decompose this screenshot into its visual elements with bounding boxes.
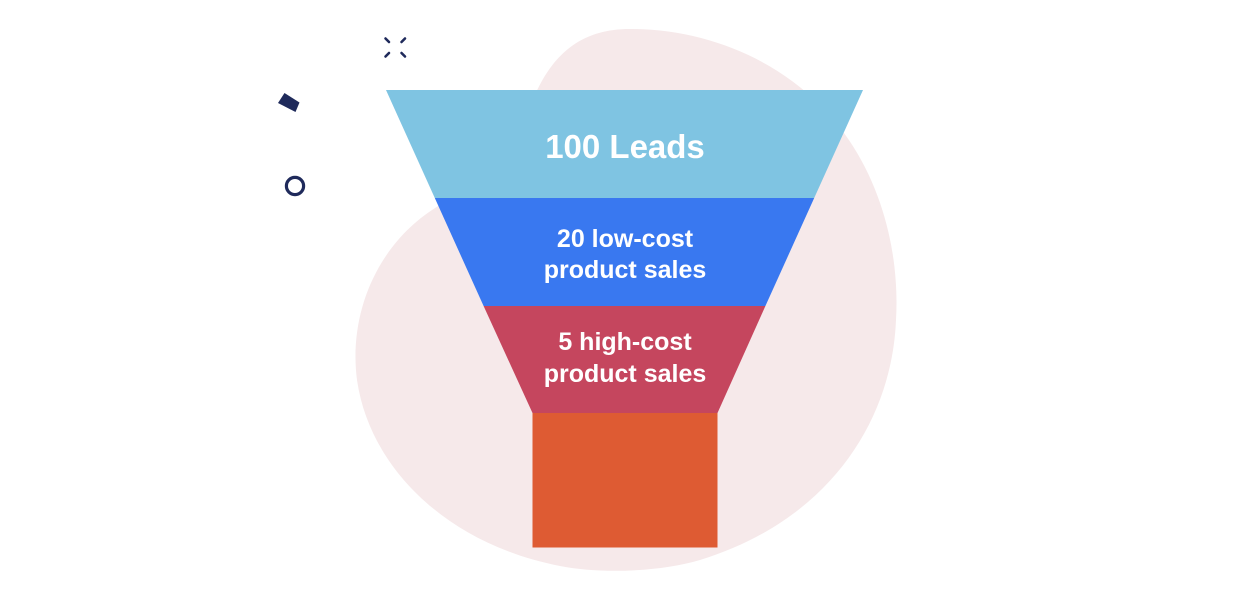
funnel-spout [532,413,718,548]
funnel-stage-low-cost [434,198,815,306]
stage-label-high-cost-line1: 5 high-cost [558,328,692,356]
sparkle-icon [384,37,407,58]
stage-label-leads: 100 Leads [545,128,705,165]
trapezoid-shape [278,93,300,112]
stage-label-high-cost-line2: product sales [544,360,707,388]
funnel-stage-high-cost [483,306,766,413]
funnel-stage-leads [386,90,863,198]
stage-label-low-cost-line1: 20 low-cost [557,225,694,253]
stage-label-low-cost-line2: product sales [544,256,707,284]
ring-icon [284,175,306,197]
